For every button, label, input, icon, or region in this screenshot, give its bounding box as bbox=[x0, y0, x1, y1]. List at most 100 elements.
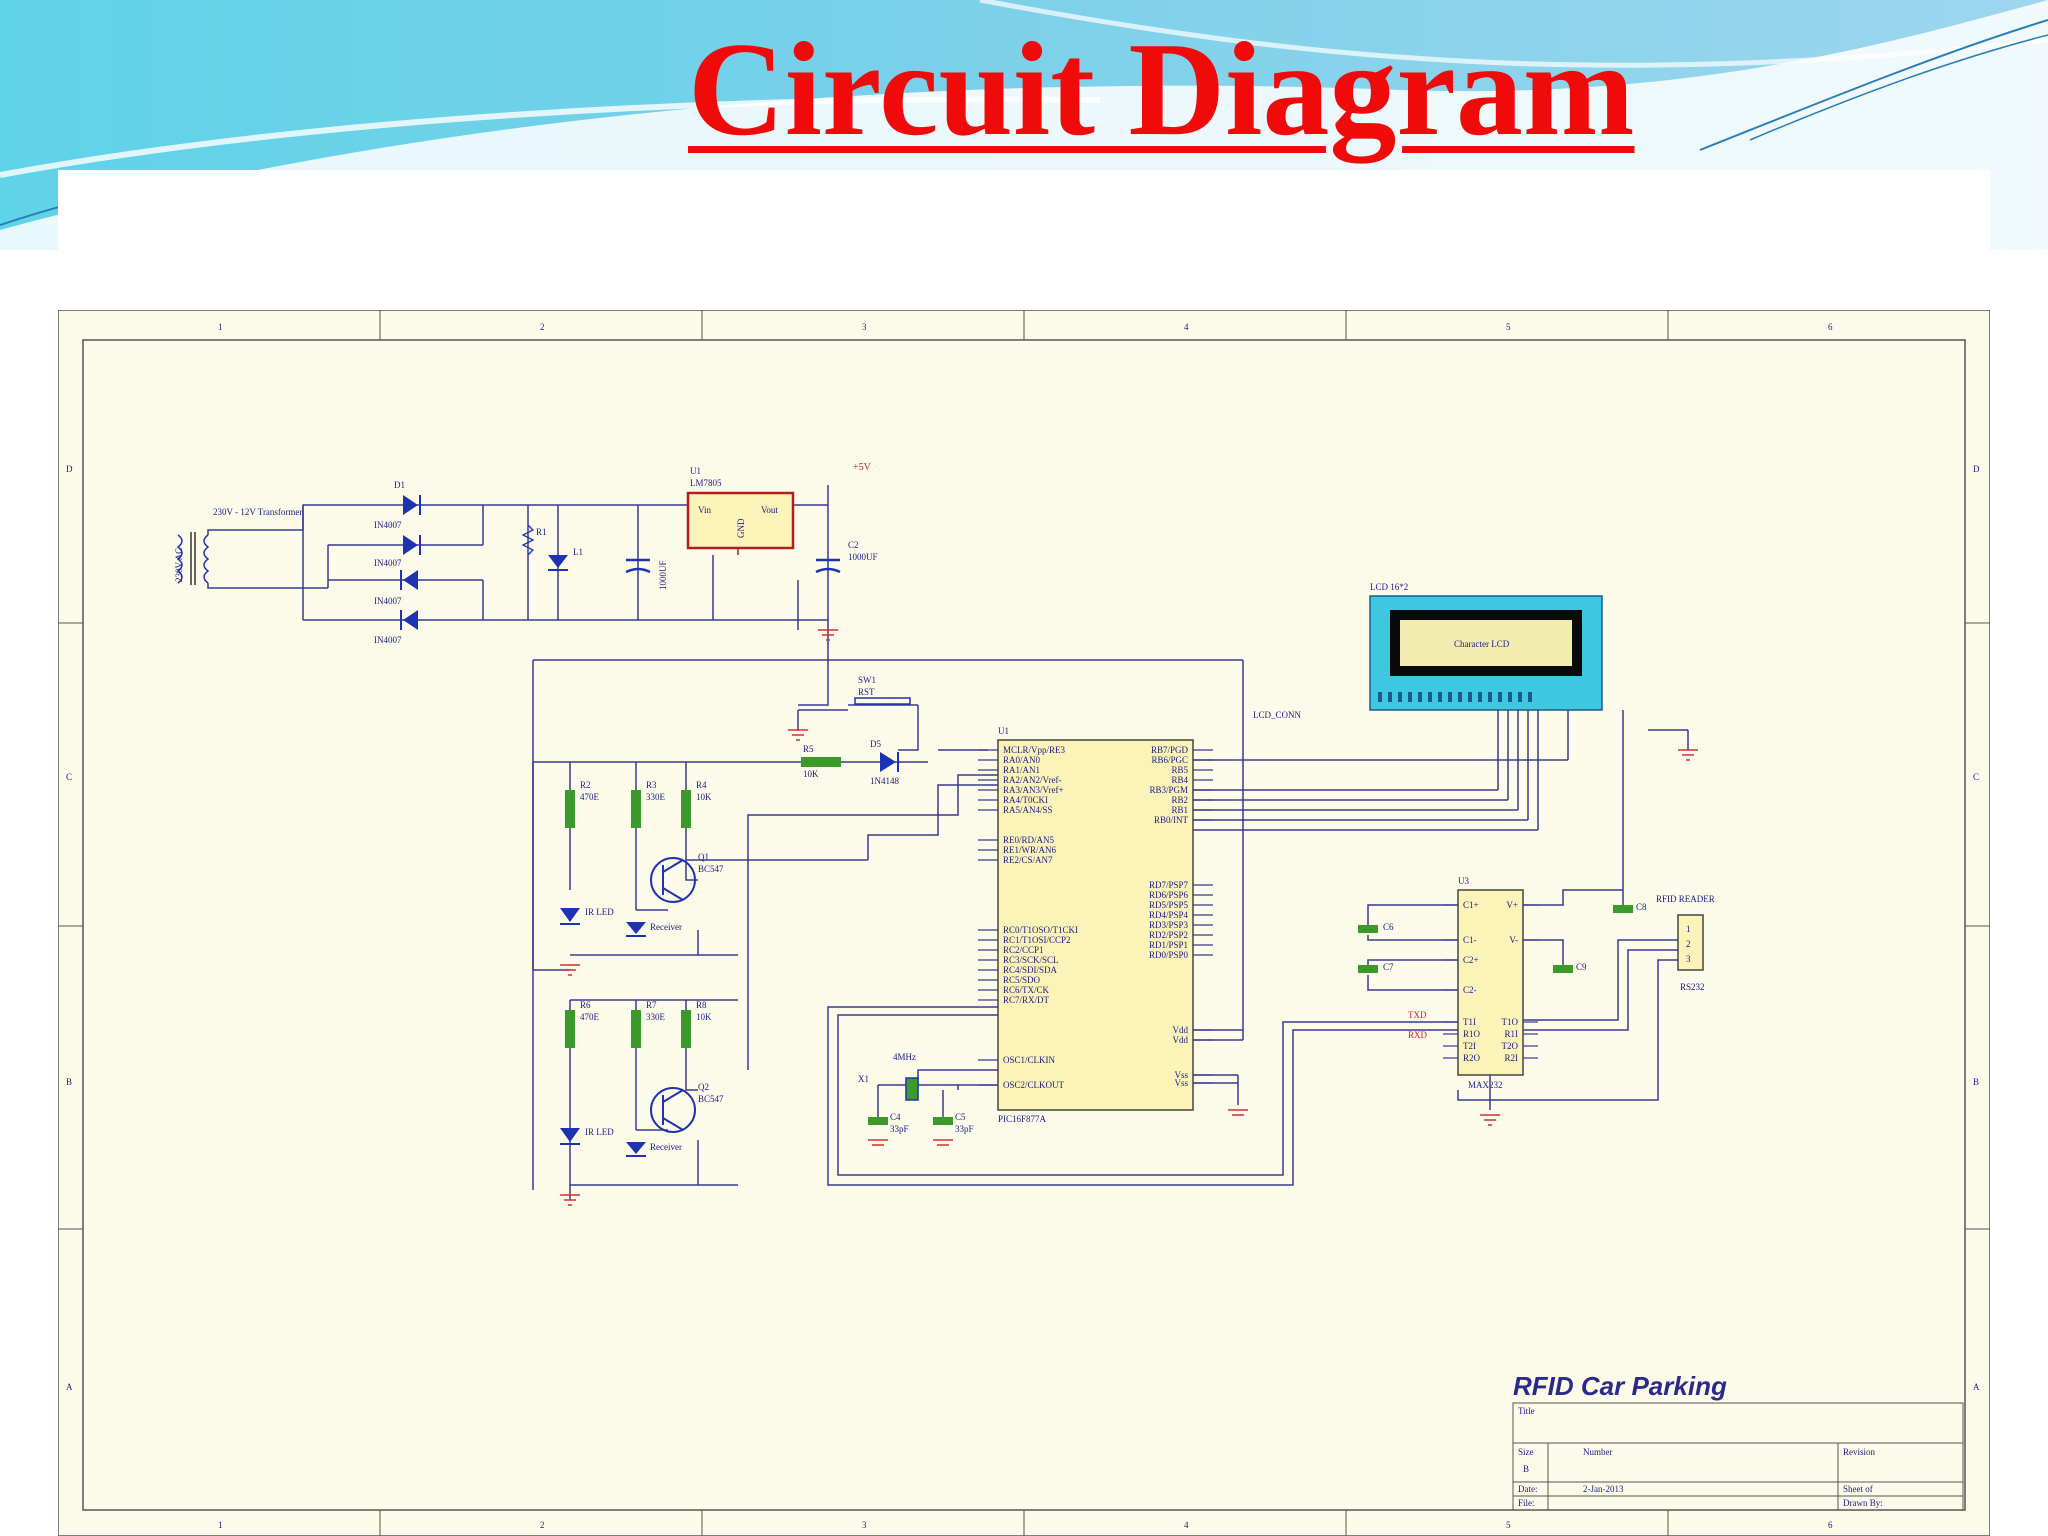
pin-label: Vdd bbox=[1173, 1025, 1189, 1035]
ir-sensor-section: R2 470E R3 330E R4 10K R6 470E R7 330E R… bbox=[532, 762, 998, 1206]
svg-text:R7: R7 bbox=[646, 1000, 657, 1010]
svg-text:A: A bbox=[1973, 1382, 1980, 1392]
crystal-oscillator: 4MHz X1 C4 33pF C5 33pF bbox=[858, 1052, 1248, 1146]
ac-input-label: 230V AC bbox=[174, 548, 184, 582]
regulator-ref: U1 bbox=[690, 466, 701, 476]
svg-text:3: 3 bbox=[1686, 954, 1691, 964]
svg-text:R2: R2 bbox=[580, 780, 591, 790]
svg-text:R6: R6 bbox=[580, 1000, 591, 1010]
pin-label: RC3/SCK/SCL bbox=[1003, 955, 1059, 965]
diode-d1-label: D1 bbox=[394, 480, 405, 490]
pin-label: RA1/AN1 bbox=[1003, 765, 1040, 775]
svg-text:3: 3 bbox=[862, 322, 867, 332]
svg-text:IN4007: IN4007 bbox=[374, 558, 402, 568]
transformer bbox=[176, 532, 210, 585]
svg-text:R1: R1 bbox=[536, 527, 547, 537]
max232-part-label: MAX232 bbox=[1468, 1080, 1503, 1090]
svg-text:10K: 10K bbox=[696, 1012, 712, 1022]
svg-text:6: 6 bbox=[1828, 322, 1833, 332]
pin-label: RA2/AN2/Vref- bbox=[1003, 775, 1061, 785]
svg-text:C9: C9 bbox=[1576, 962, 1587, 972]
svg-text:SW1: SW1 bbox=[858, 675, 876, 685]
pin-label: RA3/AN3/Vref+ bbox=[1003, 785, 1064, 795]
svg-text:1: 1 bbox=[1686, 924, 1691, 934]
voltage-regulator bbox=[686, 491, 795, 550]
title-block: RFID Car Parking Title Size B Number Rev… bbox=[1512, 1371, 1964, 1511]
transistor-q1 bbox=[650, 857, 696, 903]
svg-text:2: 2 bbox=[1686, 939, 1691, 949]
rfid-connector: RFID READER RS232 1 2 3 bbox=[1656, 894, 1715, 992]
svg-text:L1: L1 bbox=[573, 547, 583, 557]
border-zone-ticks bbox=[58, 310, 1990, 1536]
pin-label: RC0/T1OSO/T1CKI bbox=[1003, 925, 1078, 935]
svg-text:C4: C4 bbox=[890, 1112, 901, 1122]
svg-text:BC547: BC547 bbox=[698, 1094, 724, 1104]
ir-leds bbox=[560, 908, 580, 1145]
mcu-part-label: PIC16F877A bbox=[998, 1114, 1047, 1124]
pin-label: RB5 bbox=[1171, 765, 1188, 775]
svg-text:Sheet of: Sheet of bbox=[1843, 1484, 1873, 1494]
reset-diode bbox=[880, 752, 896, 772]
svg-text:Vout: Vout bbox=[761, 505, 778, 515]
svg-text:Q2: Q2 bbox=[698, 1082, 709, 1092]
resistor-r1 bbox=[521, 524, 535, 556]
pin-label: R1O bbox=[1463, 1029, 1481, 1039]
svg-text:4: 4 bbox=[1184, 322, 1189, 332]
power-led bbox=[548, 555, 568, 571]
sensor-grounds bbox=[560, 964, 580, 1206]
svg-text:RFID READER: RFID READER bbox=[1656, 894, 1715, 904]
pin-label: RE2/CS/AN7 bbox=[1003, 855, 1053, 865]
crystal-caps bbox=[868, 1117, 953, 1125]
pin-label: RD5/PSP5 bbox=[1149, 900, 1189, 910]
mcu-wires bbox=[827, 660, 1689, 1186]
pin-label: V- bbox=[1509, 935, 1518, 945]
pin-label: RE1/WR/AN6 bbox=[1003, 845, 1056, 855]
pin-label: Vss bbox=[1174, 1070, 1188, 1080]
svg-text:1: 1 bbox=[218, 322, 223, 332]
reset-switch bbox=[854, 697, 911, 705]
svg-text:IN4007: IN4007 bbox=[374, 520, 402, 530]
pin-label: C2+ bbox=[1463, 955, 1479, 965]
svg-text:Vin: Vin bbox=[698, 505, 711, 515]
svg-text:Receiver: Receiver bbox=[650, 1142, 682, 1152]
svg-text:File:: File: bbox=[1518, 1498, 1535, 1508]
project-title: RFID Car Parking bbox=[1513, 1371, 1727, 1401]
svg-text:3: 3 bbox=[862, 1520, 867, 1530]
pin-label: R1I bbox=[1505, 1029, 1519, 1039]
pin-label: RB4 bbox=[1171, 775, 1188, 785]
pin-label: RC6/TX/CK bbox=[1003, 985, 1050, 995]
pin-label: RC1/T1OSI/CCP2 bbox=[1003, 935, 1071, 945]
pin-label: RD7/PSP7 bbox=[1149, 880, 1189, 890]
pin-label: RB2 bbox=[1171, 795, 1188, 805]
svg-text:1000UF: 1000UF bbox=[658, 560, 668, 590]
regulator-part: LM7805 bbox=[690, 478, 722, 488]
pin-label: MCLR/Vpp/RE3 bbox=[1003, 745, 1066, 755]
svg-text:Drawn By:: Drawn By: bbox=[1843, 1498, 1883, 1508]
svg-text:470E: 470E bbox=[580, 792, 600, 802]
lcd-display: Character LCD LCD 16*2 LCD_CONN bbox=[1253, 582, 1698, 761]
svg-text:6: 6 bbox=[1828, 1520, 1833, 1530]
svg-text:TXD: TXD bbox=[1408, 1010, 1427, 1020]
svg-text:R3: R3 bbox=[646, 780, 657, 790]
lcd-pins bbox=[1378, 692, 1532, 702]
pin-label: RB1 bbox=[1171, 805, 1188, 815]
svg-text:4: 4 bbox=[1184, 1520, 1189, 1530]
pin-label: T1O bbox=[1502, 1017, 1519, 1027]
pin-label: RD3/PSP3 bbox=[1149, 920, 1189, 930]
svg-text:C: C bbox=[1973, 772, 1979, 782]
pin-label: RC4/SDI/SDA bbox=[1003, 965, 1058, 975]
svg-text:33pF: 33pF bbox=[890, 1124, 909, 1134]
svg-text:330E: 330E bbox=[646, 792, 666, 802]
svg-text:IR LED: IR LED bbox=[585, 907, 614, 917]
svg-text:C7: C7 bbox=[1383, 962, 1394, 972]
lcd-connector-label: LCD_CONN bbox=[1253, 710, 1302, 720]
svg-text:330E: 330E bbox=[646, 1012, 666, 1022]
svg-text:C6: C6 bbox=[1383, 922, 1394, 932]
pin-label: RB6/PGC bbox=[1151, 755, 1188, 765]
svg-text:4MHz: 4MHz bbox=[893, 1052, 916, 1062]
slide-title: Circuit Diagram bbox=[688, 15, 1635, 163]
svg-text:5: 5 bbox=[1506, 322, 1511, 332]
svg-text:C5: C5 bbox=[955, 1112, 966, 1122]
svg-text:C2: C2 bbox=[848, 540, 859, 550]
svg-text:A: A bbox=[66, 1382, 73, 1392]
